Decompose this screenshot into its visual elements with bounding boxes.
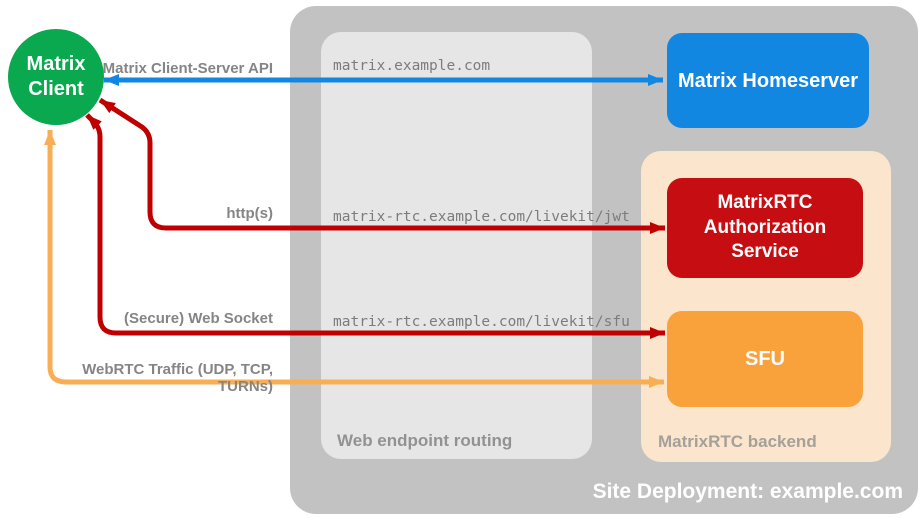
web-endpoint-routing-container: Web endpoint routing [321, 32, 592, 459]
matrixrtc-authorization-service-node: MatrixRTC Authorization Service [667, 178, 863, 278]
webrtc-traffic-edge-label: WebRTC Traffic (UDP, TCP, TURNs) [82, 361, 273, 395]
livekit-jwt-route-url: matrix-rtc.example.com/livekit/jwt [333, 209, 630, 225]
site-deployment-label: Site Deployment: example.com [592, 480, 903, 503]
secure-web-socket-edge-label: (Secure) Web Socket [124, 310, 273, 327]
matrix-client-node: Matrix Client [8, 29, 104, 125]
matrixrtc-backend-label: MatrixRTC backend [658, 432, 817, 451]
client-server-api-edge-label: Matrix Client-Server API [102, 60, 273, 77]
livekit-sfu-route-url: matrix-rtc.example.com/livekit/sfu [333, 314, 630, 330]
web-endpoint-routing-label: Web endpoint routing [337, 431, 513, 450]
matrix-homeserver-node: Matrix Homeserver [667, 33, 869, 128]
https-edge-label: http(s) [226, 205, 273, 222]
sfu-node: SFU [667, 311, 863, 407]
homeserver-route-url: matrix.example.com [333, 58, 491, 74]
